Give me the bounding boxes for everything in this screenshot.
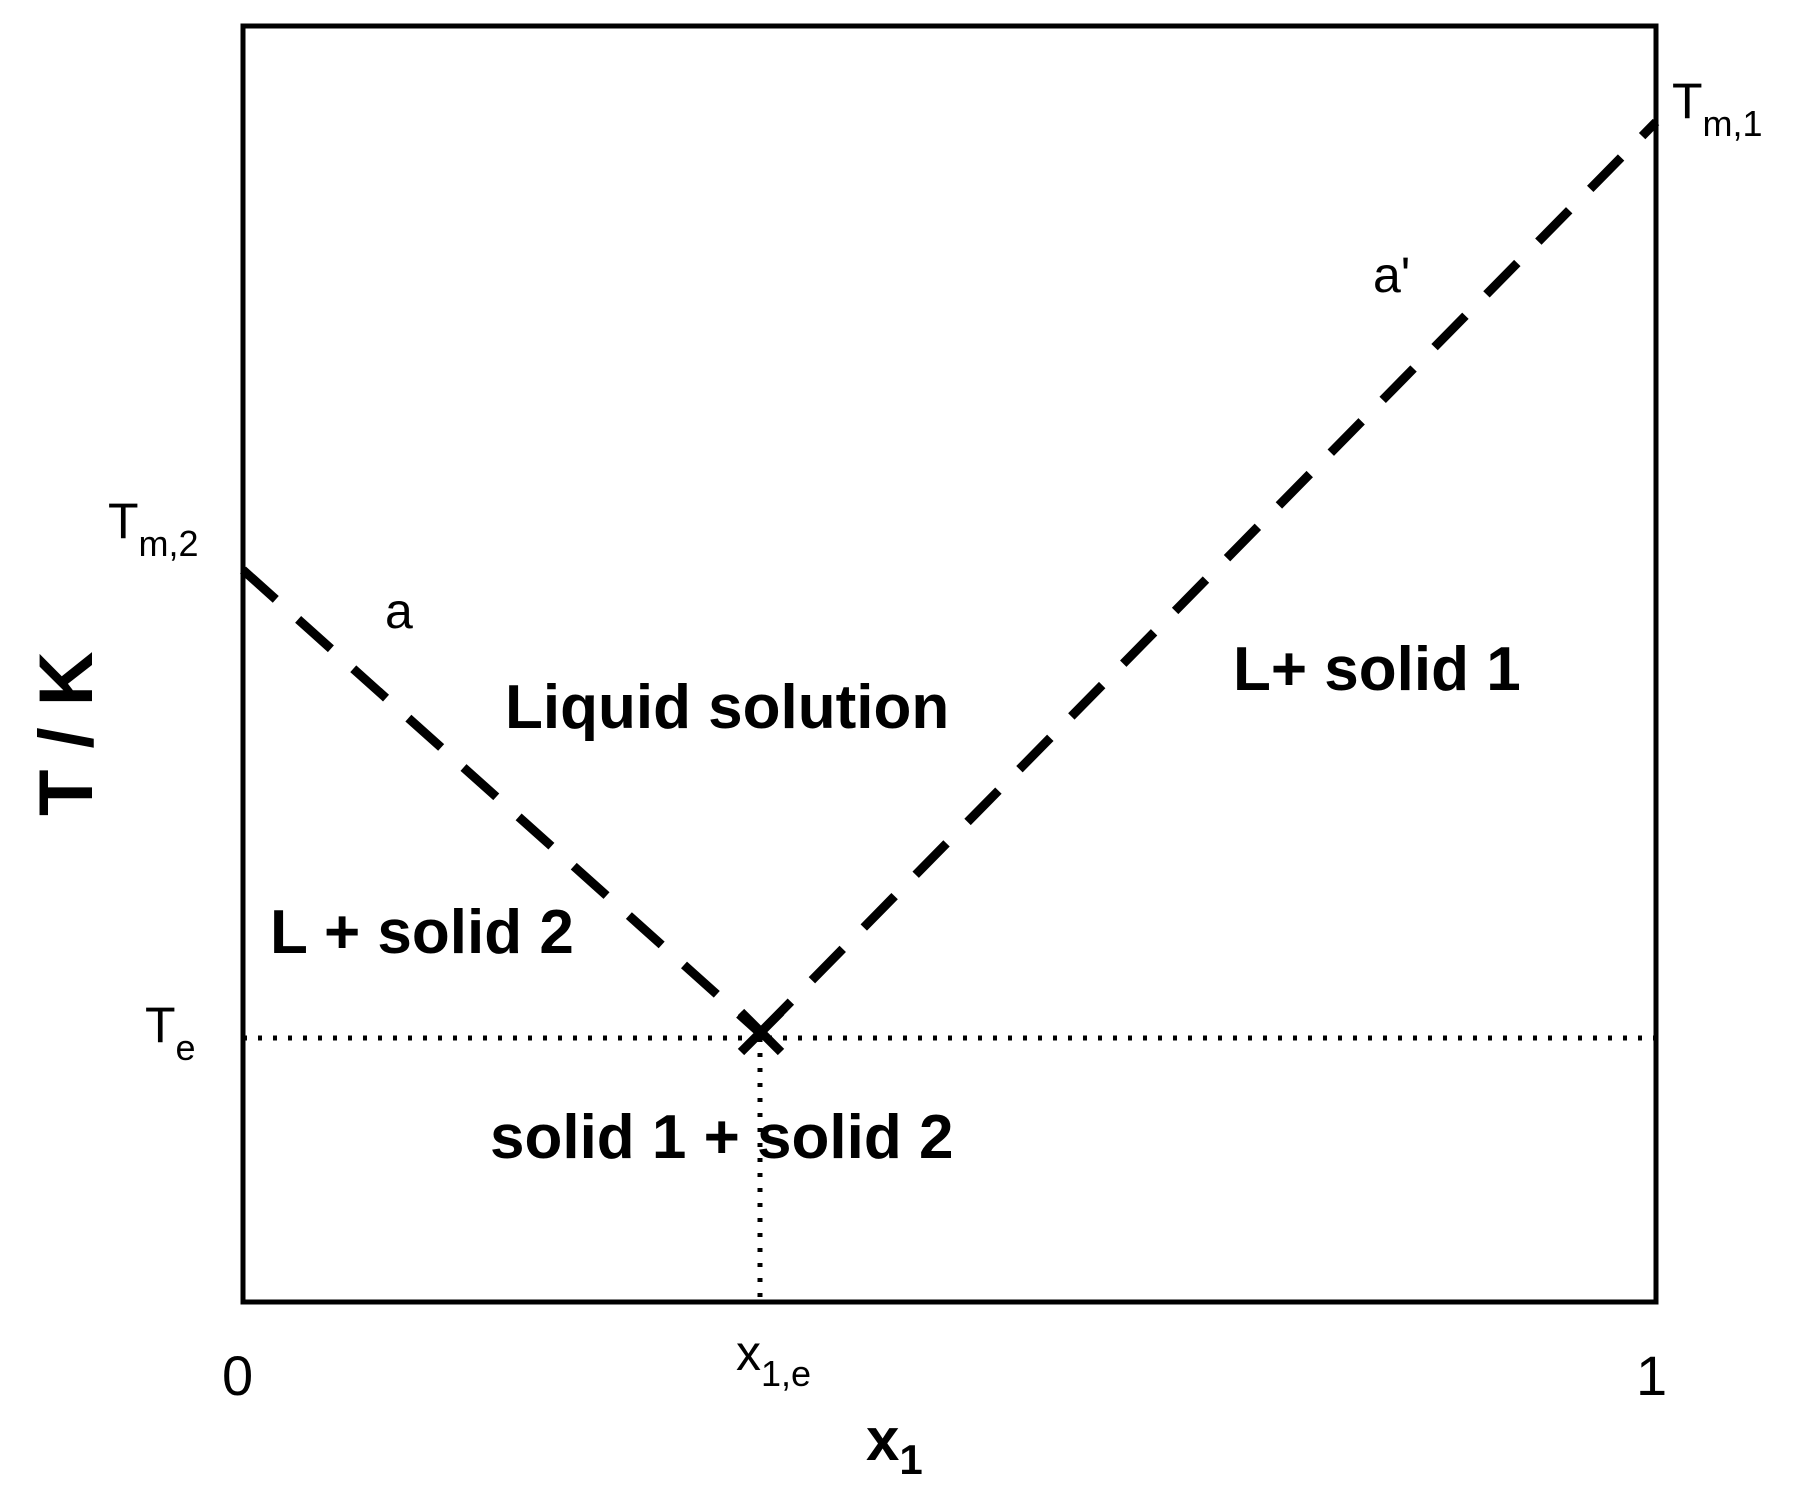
y-axis-label: T / K [24,651,109,816]
plot-frame [240,23,1659,1305]
x-tick-x1e: x1,e [736,1325,811,1394]
marker-te: Te [145,997,196,1068]
region-liquid-solution: Liquid solution [505,673,949,742]
region-solid-solid: solid 1 + solid 2 [490,1103,953,1172]
liquidus-curve-a [239,566,764,1037]
x-tick-0: 0 [222,1344,253,1407]
region-l-solid-1: L+ solid 1 [1233,635,1521,704]
curve-label-a: a [385,583,413,639]
curve-label-a-prime: a' [1373,247,1410,303]
marker-tm1: Tm,1 [1672,73,1763,144]
liquidus-curve-a-prime [756,118,1660,1037]
x-tick-1: 1 [1636,1344,1667,1407]
marker-tm2: Tm,2 [108,493,199,564]
x-axis-label: x1 [866,1406,923,1483]
eutectic-point-marker [737,1008,785,1056]
region-l-solid-2: L + solid 2 [270,898,574,967]
